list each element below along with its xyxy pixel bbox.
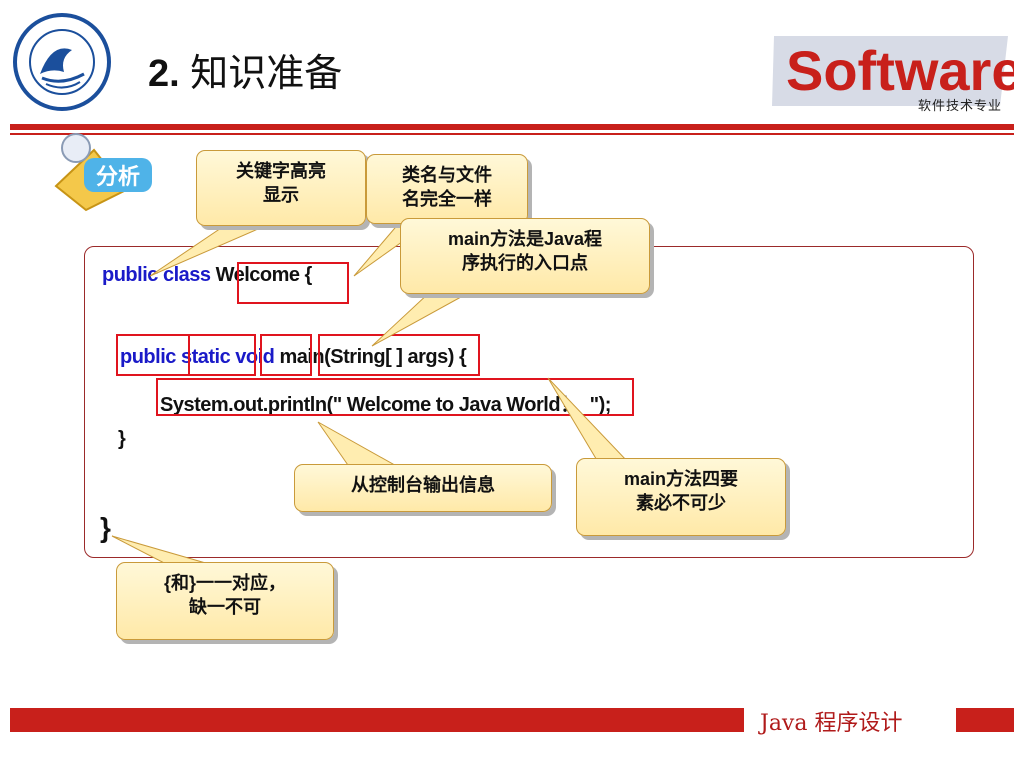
software-logo-icon: Software	[772, 36, 1014, 106]
code-keyword-static: static	[180, 346, 231, 368]
callout-brace: {和}一一对应， 缺一不可	[116, 562, 334, 640]
school-logo-icon	[13, 13, 111, 111]
callout-classname: 类名与文件 名完全一样	[366, 154, 528, 224]
callout-keyword-line1: 关键字高亮	[236, 161, 326, 181]
callout-classname-line2: 名完全一样	[402, 189, 492, 209]
footer-bar-left	[10, 708, 744, 732]
highlight-void	[260, 334, 312, 376]
callout-keyword-line2: 显示	[263, 185, 299, 205]
title-number: 2.	[148, 53, 180, 95]
header-divider-thick	[10, 124, 1014, 130]
highlight-public	[116, 334, 190, 376]
highlight-main	[318, 334, 480, 376]
callout-main-four-line1: main方法四要	[623, 469, 738, 489]
footer-bar-right	[956, 708, 1014, 732]
callout-brace-line2: 缺一不可	[189, 597, 261, 617]
brand-subtitle: 软件技术专业	[918, 98, 1003, 113]
callout-brace-line1: {和}一一对应，	[163, 573, 286, 593]
brand-text: Software	[786, 39, 1014, 102]
callout-main-four: main方法四要 素必不可少	[576, 458, 786, 536]
callout-classname-line1: 类名与文件	[402, 165, 492, 185]
callout-main-four-line2: 素必不可少	[636, 493, 726, 513]
callout-main-entry-line2: 序执行的入口点	[462, 253, 588, 273]
highlight-println	[156, 378, 634, 416]
callout-keyword-highlight: 关键字高亮 显示	[196, 150, 366, 226]
callout-main-entry: main方法是Java程 序执行的入口点	[400, 218, 650, 294]
code-keyword-public-class: public class	[102, 264, 211, 286]
analysis-icon: 分析	[54, 133, 152, 212]
code-line-4: }	[118, 428, 126, 450]
code-main-signature: main(String[ ] args) {	[279, 346, 467, 368]
header-divider-thin	[10, 133, 1014, 135]
callout-console-line1: 从控制台输出信息	[351, 475, 495, 495]
highlight-class-name	[237, 262, 349, 304]
footer-title: Java 程序设计	[760, 711, 903, 736]
code-keyword-public: public	[120, 346, 176, 368]
analysis-label: 分析	[96, 165, 140, 190]
code-line-2: public static void main(String[ ] args) …	[120, 346, 467, 369]
title-text: 知识准备	[190, 53, 343, 95]
callout-main-entry-line1: main方法是Java程	[447, 229, 603, 249]
page-title: 2. 知识准备	[148, 42, 342, 97]
highlight-static	[188, 334, 256, 376]
callout-console-output: 从控制台输出信息	[294, 464, 552, 512]
code-line-5: }	[100, 512, 111, 543]
